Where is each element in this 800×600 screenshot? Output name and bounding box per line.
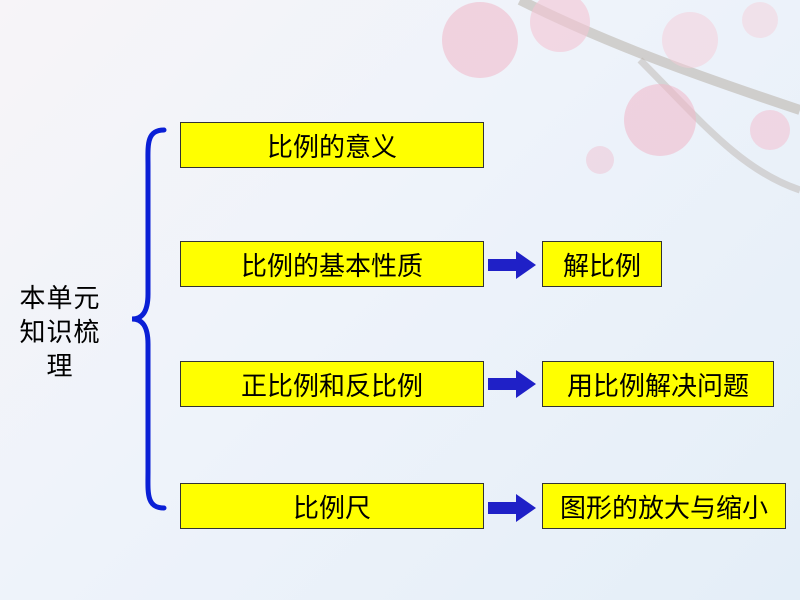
curly-brace: [131, 127, 167, 511]
result-box-2: 解比例: [542, 241, 662, 287]
topic-box-4: 比例尺: [180, 483, 484, 529]
result-label: 用比例解决问题: [566, 371, 749, 402]
topic-box-1: 比例的意义: [180, 122, 484, 168]
topic-label: 比例的基本性质: [240, 251, 423, 282]
topic-label: 正比例和反比例: [240, 371, 423, 402]
arrow-right-icon: [488, 251, 536, 279]
result-box-3: 用比例解决问题: [542, 361, 774, 407]
topic-label: 比例的意义: [266, 132, 397, 163]
unit-summary-label: 本单元 知识梳理: [19, 284, 101, 382]
arrow-right-icon: [488, 370, 536, 398]
result-label: 图形的放大与缩小: [559, 493, 768, 524]
result-box-4: 图形的放大与缩小: [542, 483, 786, 529]
topic-label: 比例尺: [292, 493, 371, 524]
arrow-right-icon: [488, 494, 536, 522]
topic-box-2: 比例的基本性质: [180, 241, 484, 287]
blossom-decoration: [442, 0, 800, 194]
result-label: 解比例: [562, 251, 641, 282]
topic-box-3: 正比例和反比例: [180, 361, 484, 407]
